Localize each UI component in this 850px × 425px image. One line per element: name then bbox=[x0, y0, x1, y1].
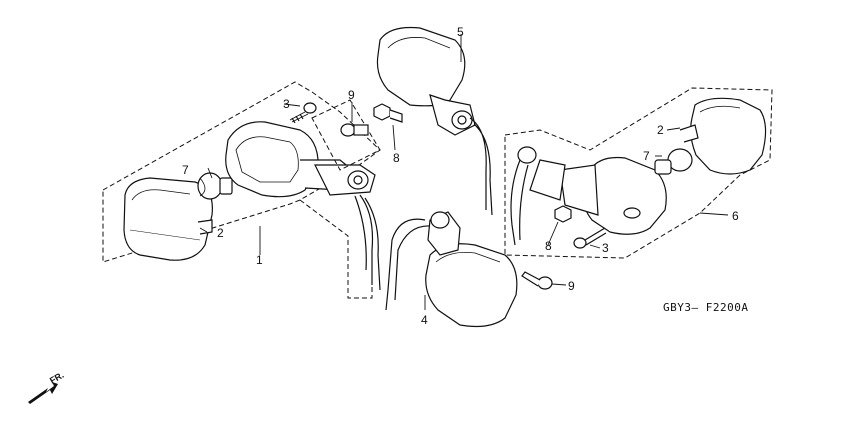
callout-3-right: 3 bbox=[602, 241, 609, 255]
callout-8-right: 8 bbox=[545, 239, 552, 253]
wires-left bbox=[354, 194, 381, 291]
leader-lines bbox=[199, 34, 729, 310]
winker-5 bbox=[376, 26, 493, 216]
lens-right bbox=[679, 97, 767, 175]
callout-7-right: 7 bbox=[643, 149, 650, 163]
nut-8-right bbox=[554, 205, 572, 223]
bolt-9-top bbox=[340, 123, 369, 137]
callout-2-left: 2 bbox=[217, 226, 224, 240]
callout-8-top: 8 bbox=[393, 151, 400, 165]
fastener-frame-top bbox=[311, 99, 381, 171]
callout-5: 5 bbox=[457, 25, 464, 39]
callout-6: 6 bbox=[732, 209, 739, 223]
callout-1: 1 bbox=[256, 253, 263, 267]
housing-right bbox=[510, 146, 667, 246]
screw-3-left bbox=[289, 102, 317, 124]
lens-left bbox=[123, 177, 213, 261]
housing-left bbox=[225, 121, 376, 198]
screw-3-right bbox=[573, 227, 607, 249]
callout-labels: 1 2 2 3 3 4 5 6 7 7 8 8 9 9 bbox=[182, 25, 739, 327]
drawing-code: GBY3– F2200A bbox=[663, 301, 748, 314]
winker-4 bbox=[385, 211, 518, 328]
callout-7-left: 7 bbox=[182, 163, 189, 177]
front-direction-arrow bbox=[28, 382, 58, 404]
bulb-left bbox=[197, 172, 233, 200]
nut-8-top bbox=[373, 103, 403, 123]
callout-3-left: 3 bbox=[283, 97, 290, 111]
front-label: FR. bbox=[48, 370, 66, 386]
callout-4: 4 bbox=[421, 313, 428, 327]
callout-2-right: 2 bbox=[657, 123, 664, 137]
callout-9-top: 9 bbox=[348, 88, 355, 102]
harness-frame-1 bbox=[299, 199, 373, 299]
bolt-9-lower bbox=[521, 271, 553, 290]
callout-9-lower: 9 bbox=[568, 279, 575, 293]
bulb-right bbox=[654, 148, 693, 175]
